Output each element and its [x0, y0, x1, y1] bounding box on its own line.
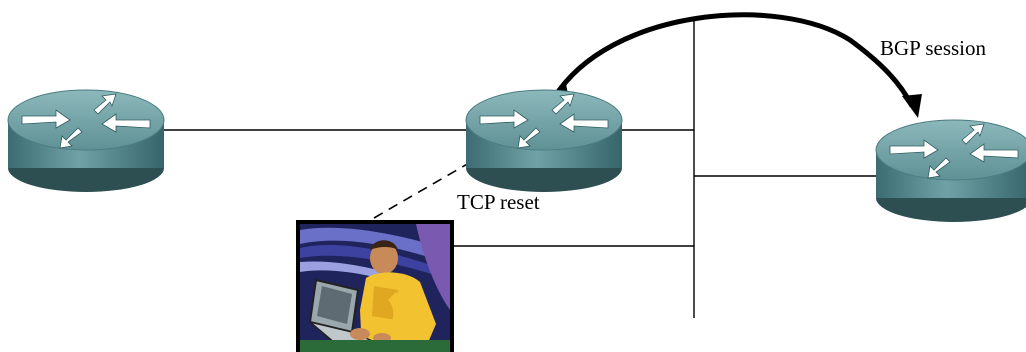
links [164, 18, 876, 318]
router-right-icon [875, 119, 1026, 223]
bgp-session-label: BGP session [880, 36, 986, 60]
router-left-icon [7, 89, 165, 193]
router-center-icon [465, 89, 623, 193]
tcp-reset-label: TCP reset [457, 190, 540, 214]
attacker-laptop-icon [296, 220, 454, 352]
